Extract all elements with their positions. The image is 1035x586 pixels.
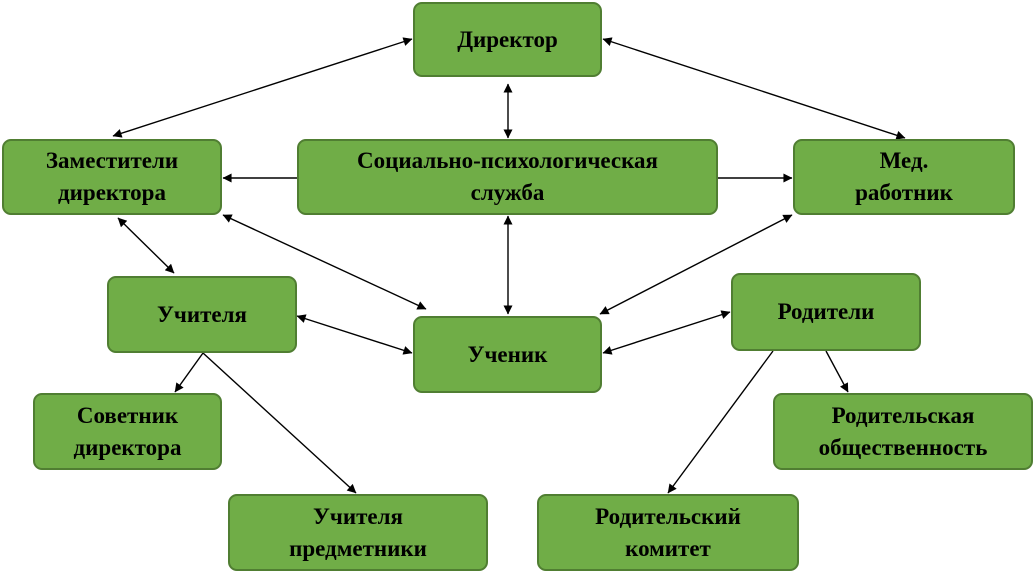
connector-teachers-advisor xyxy=(174,352,204,393)
connector-student-parents xyxy=(602,310,731,355)
node-subject-teachers: Учителя предметники xyxy=(228,494,488,571)
node-student: Ученик xyxy=(413,316,602,393)
connector-teachers-student xyxy=(296,314,413,355)
connector-director-medic xyxy=(602,37,906,140)
node-parents: Родители xyxy=(731,273,921,351)
connector-deputies-student xyxy=(222,214,427,310)
node-parent-committee: Родительский комитет xyxy=(537,494,799,571)
node-deputy-directors: Заместители директора xyxy=(2,139,222,215)
connector-medic-student xyxy=(599,214,793,315)
connector-teachers-subject_teachers xyxy=(202,352,357,494)
node-parent-community: Родительская общественность xyxy=(773,393,1033,470)
connector-director-deputies xyxy=(112,37,413,138)
node-director: Директор xyxy=(413,2,602,77)
connector-parents-committee xyxy=(667,350,774,494)
node-director-advisor: Советник директора xyxy=(33,393,222,470)
connector-deputies-teachers xyxy=(117,217,175,274)
node-teachers: Учителя xyxy=(107,276,297,353)
node-medical-worker: Мед. работник xyxy=(793,139,1015,215)
connector-parents-community xyxy=(825,350,849,393)
node-social-psychological-service: Социально-психологическая служба xyxy=(297,139,718,215)
